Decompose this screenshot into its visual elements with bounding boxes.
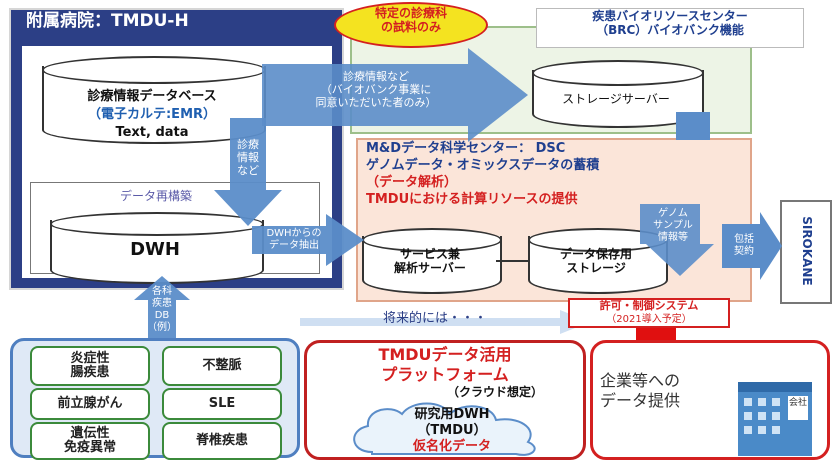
cloud-icon xyxy=(353,402,536,456)
cloud-line1: 研究用DWH xyxy=(414,407,490,422)
arrow-biobank-label: 診療情報など （バイオバンク事業に 同意いただいた者のみ） xyxy=(315,70,437,110)
dwh-label: DWH xyxy=(130,239,180,260)
dsc-line3: （データ解析） xyxy=(366,175,458,190)
dsc-line4: TMDUにおける計算リソースの提供 xyxy=(366,192,578,207)
arrow-biobank xyxy=(262,48,528,142)
dsc-line2: ゲノムデータ・オミックスデータの蓄積 xyxy=(366,158,600,173)
arrow-contract xyxy=(722,212,782,280)
specific-department-bubble xyxy=(334,2,488,48)
permission-line2: （2021導入予定） xyxy=(606,314,692,325)
platform-title1: TMDUデータ活用 xyxy=(378,345,512,364)
office-building-icon xyxy=(738,382,812,456)
dsc-line1: M&Dデータ科学センター： DSC xyxy=(366,141,566,156)
disease-ibd: 炎症性 腸疾患 xyxy=(30,346,150,386)
arrow-future xyxy=(300,310,590,334)
disease-prostate-cancer: 前立腺がん xyxy=(30,388,150,420)
emr-line2: （電子カルテ:EMR） xyxy=(87,107,217,122)
brc-title: 疾患バイオリソースセンター （BRC）バイオバンク機能 xyxy=(592,9,748,37)
dwh-top xyxy=(50,212,264,236)
permission-line1: 許可・制御システム xyxy=(599,299,699,312)
company-sign: 会社 xyxy=(788,398,807,408)
emr-line1: 診療情報データベース xyxy=(87,89,217,104)
restructure-label: データ再構築 xyxy=(119,189,192,203)
disease-sle: SLE xyxy=(162,388,282,420)
hospital-title: 附属病院：TMDU-H xyxy=(26,11,189,31)
storage-server-label: ストレージサーバー xyxy=(562,92,670,106)
specific-department-text: 特定の診療科 の試料のみ xyxy=(374,6,447,34)
company-line1: 企業等への xyxy=(600,371,681,390)
arrow-clinical xyxy=(214,118,282,226)
brc-title-box xyxy=(536,8,804,48)
arrow-genome-label: ゲノム サンプル 情報等 xyxy=(653,208,693,243)
disease-hereditary-immune: 遺伝性 免疫異常 xyxy=(30,422,150,460)
future-label: 将来的には・・・ xyxy=(382,311,487,326)
connector-line xyxy=(496,260,530,262)
data-storage-label: データ保存用 ストレージ xyxy=(559,247,632,275)
arrow-dept-label: 各科 疾患 DB （例） xyxy=(147,286,177,333)
sirokane-box xyxy=(780,200,832,304)
arrow-dept-db xyxy=(134,276,190,350)
platform-subtitle: （クラウド想定） xyxy=(446,385,543,399)
cloud-line3: 仮名化データ xyxy=(412,439,491,454)
arrow-clinical-label: 診療 情報 など xyxy=(237,138,259,178)
disease-spine: 脊椎疾患 xyxy=(162,422,282,460)
cloud-line2: （TMDU） xyxy=(417,423,487,438)
storage-server-top xyxy=(532,60,704,86)
arrow-dwh-extract xyxy=(252,214,364,266)
emr-line3: Text, data xyxy=(115,125,189,140)
arrow-genome xyxy=(640,204,714,276)
arrow-dwh-extract-label: DWHからの データ抽出 xyxy=(266,228,322,251)
emr-database-top xyxy=(42,56,266,84)
disease-arrhythmia: 不整脈 xyxy=(162,346,282,386)
arrow-contract-label: 包括 契約 xyxy=(734,234,754,257)
arrow-storage-down xyxy=(676,112,710,140)
permission-box xyxy=(568,298,730,328)
analysis-server-label: サービス兼 解析サーバー xyxy=(394,247,466,275)
platform-title2: プラットフォーム xyxy=(381,365,509,384)
company-line2: データ提供 xyxy=(600,391,681,410)
